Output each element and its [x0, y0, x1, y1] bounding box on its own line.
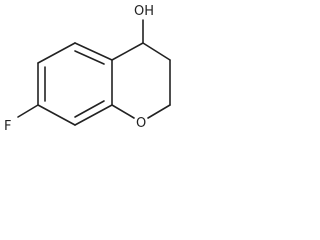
- hydroxyl-label: OH: [134, 4, 154, 19]
- fluorine-label: F: [4, 119, 11, 134]
- bond-c6-c7: [37, 42, 76, 64]
- pyran-ring: [111, 42, 171, 119]
- bond-c4-c3: [142, 42, 171, 61]
- double-bond-inner-top: [74, 50, 105, 65]
- bond-c9-c10: [74, 104, 113, 126]
- double-bond-inner-bottom: [74, 100, 105, 118]
- ring-oxygen-label: O: [136, 116, 146, 131]
- bond-c5-c6: [74, 42, 113, 61]
- bond-c2-o1: [147, 104, 171, 119]
- bond-c8-c9: [37, 104, 76, 126]
- bond-c4a-c4: [111, 42, 144, 61]
- bond-c7-f: [17, 104, 39, 118]
- chemical-structure-diagram: OH O F: [4, 4, 171, 134]
- benzene-ring: [37, 42, 113, 126]
- bond-o1-c8a: [111, 104, 135, 119]
